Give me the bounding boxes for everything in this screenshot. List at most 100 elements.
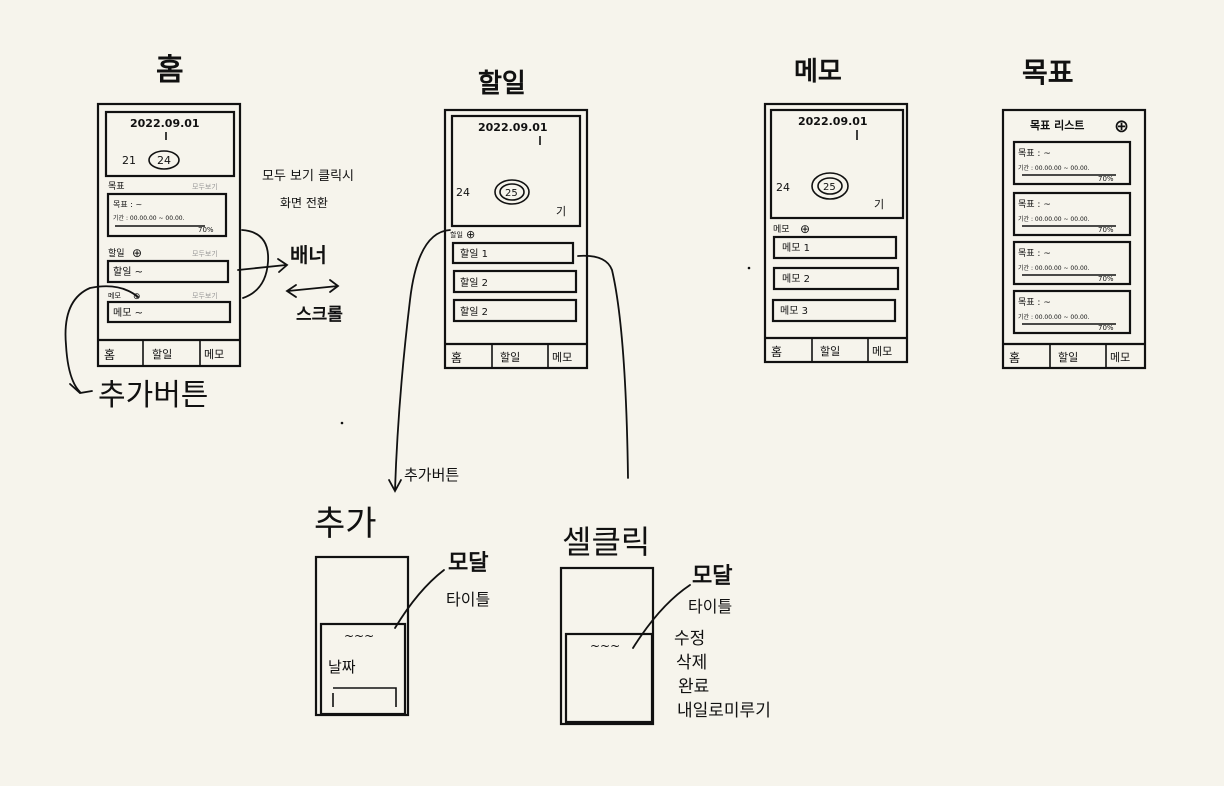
cell-modal-option-complete[interactable]: 완료 bbox=[678, 677, 709, 697]
goal-card[interactable]: 목표 : ~ 기간 : 00.00.00 ~ 00.00. 70% bbox=[1012, 289, 1132, 335]
goal-card-4-period: 기간 : 00.00.00 ~ 00.00. bbox=[1018, 313, 1090, 321]
todo-phone-frame bbox=[443, 108, 589, 370]
add-modal-title: 추가 bbox=[314, 504, 377, 544]
todo-screen-title: 할일 bbox=[478, 69, 526, 99]
add-button-small-label: 추가버튼 bbox=[404, 466, 459, 484]
add-modal-label: 모달 bbox=[448, 551, 488, 576]
home-todo-add-icon[interactable]: ⊕ bbox=[132, 246, 142, 260]
memo-tab-memo[interactable]: 메모 bbox=[872, 345, 892, 358]
goal-card-1[interactable] bbox=[1012, 140, 1132, 186]
todo-day-circle-inner bbox=[499, 183, 525, 201]
add-modal-date-label: 날짜 bbox=[328, 658, 356, 676]
goal-card-2-title: 목표 : ~ bbox=[1018, 199, 1051, 210]
memo-item-1[interactable] bbox=[772, 235, 898, 260]
home-todo-item[interactable] bbox=[106, 259, 230, 284]
memo-day-circled[interactable]: 25 bbox=[823, 182, 836, 193]
home-todo-view-all[interactable]: 모두보기 bbox=[192, 249, 218, 258]
goal-card-4[interactable] bbox=[1012, 289, 1132, 335]
home-tab-home[interactable]: 홈 bbox=[104, 348, 115, 362]
home-memo-item[interactable] bbox=[106, 300, 232, 324]
cell-modal-sheet[interactable] bbox=[564, 632, 654, 724]
todo-tab-todo[interactable]: 할일 bbox=[500, 350, 520, 364]
cell-modal-title: 셀클릭 bbox=[562, 523, 650, 561]
memo-item-3-text: 메모 3 bbox=[780, 305, 808, 317]
add-modal-sheet[interactable] bbox=[319, 622, 407, 716]
todo-day-right: 기 bbox=[556, 205, 566, 218]
add-modal-date-field[interactable] bbox=[332, 687, 397, 707]
home-tab-todo[interactable]: 할일 bbox=[152, 347, 172, 361]
memo-tab-todo[interactable]: 할일 bbox=[820, 344, 840, 358]
cell-modal-option-edit[interactable]: 수정 bbox=[674, 629, 705, 649]
goal-card-3-title: 목표 : ~ bbox=[1018, 248, 1051, 259]
home-day-circled[interactable]: 24 bbox=[157, 154, 171, 167]
todo-tab-home[interactable]: 홈 bbox=[451, 351, 462, 365]
goal-card-3[interactable] bbox=[1012, 240, 1132, 286]
home-calendar[interactable] bbox=[104, 110, 236, 178]
memo-day-left: 24 bbox=[776, 181, 790, 194]
memo-screen-title: 메모 bbox=[794, 57, 842, 87]
goal-card[interactable]: 목표 : ~ 기간 : 00.00.00 ~ 00.00. 70% bbox=[1012, 240, 1132, 286]
memo-section-label: 메모 bbox=[773, 224, 790, 235]
view-all-note-line1: 모두 보기 클릭시 bbox=[262, 169, 354, 184]
goal-card-4-title: 목표 : ~ bbox=[1018, 297, 1051, 308]
cell-modal-option-delete[interactable]: 삭제 bbox=[676, 653, 707, 673]
view-all-note-line2: 화면 전환 bbox=[280, 196, 328, 210]
home-phone-frame bbox=[96, 102, 242, 368]
todo-day-circle bbox=[494, 179, 530, 205]
cell-modal-pointer bbox=[632, 584, 691, 649]
todo-tab-memo[interactable]: 메모 bbox=[552, 351, 572, 364]
home-goal-card-title: 목표 : ~ bbox=[113, 200, 142, 209]
goal-card-4-percent: 70% bbox=[1098, 324, 1114, 332]
todo-calendar[interactable] bbox=[450, 114, 582, 228]
todo-item-1-text: 할일 1 bbox=[460, 248, 488, 260]
goal-screen: 목표 목표 리스트 ⊕ 목표 : ~ 기간 : 00.00.00 ~ 00.00… bbox=[1001, 56, 1147, 370]
goal-tab-home[interactable]: 홈 bbox=[1009, 351, 1020, 365]
todo-item-3[interactable] bbox=[452, 298, 578, 323]
memo-item-3[interactable] bbox=[771, 298, 897, 323]
goal-screen-title: 목표 bbox=[1022, 56, 1074, 89]
goal-card-2[interactable] bbox=[1012, 191, 1132, 237]
home-day-circle bbox=[148, 150, 180, 170]
goal-card[interactable]: 목표 : ~ 기간 : 00.00.00 ~ 00.00. 70% bbox=[1012, 191, 1132, 237]
home-todo-label: 할일 bbox=[108, 248, 125, 259]
cell-modal-option-postpone[interactable]: 내일로미루기 bbox=[677, 701, 771, 721]
home-memo-label: 메모 bbox=[108, 292, 121, 300]
goal-card-2-percent: 70% bbox=[1098, 226, 1114, 234]
todo-item-2[interactable] bbox=[452, 269, 578, 294]
memo-item-2[interactable] bbox=[772, 266, 900, 291]
goal-card-1-percent: 70% bbox=[1098, 175, 1114, 183]
goal-card-1-title: 목표 : ~ bbox=[1018, 148, 1051, 159]
home-goal-view-all[interactable]: 모두보기 bbox=[192, 182, 218, 191]
home-goal-label: 목표 bbox=[108, 181, 125, 192]
add-modal-screen: 추가 ~~~ 날짜 모달 타이틀 bbox=[314, 504, 490, 717]
home-day-left: 21 bbox=[122, 154, 136, 167]
home-tab-memo[interactable]: 메모 bbox=[204, 348, 224, 361]
goal-card-2-period: 기간 : 00.00.00 ~ 00.00. bbox=[1018, 215, 1090, 223]
goal-card-3-percent: 70% bbox=[1098, 275, 1114, 283]
add-button-arrowhead bbox=[69, 383, 93, 394]
goal-tab-todo[interactable]: 할일 bbox=[1058, 350, 1078, 364]
todo-add-icon[interactable]: ⊕ bbox=[466, 228, 475, 241]
goal-add-icon[interactable]: ⊕ bbox=[1114, 116, 1129, 137]
add-modal-arrowhead bbox=[388, 479, 402, 493]
memo-item-2-text: 메모 2 bbox=[782, 273, 810, 285]
home-goal-card-period: 기간 : 00.00.00 ~ 00.00. bbox=[113, 214, 185, 222]
todo-screen: 할일 2022.09.01 24 25 기 할일 ⊕ 할일 1 할일 2 할일 … bbox=[443, 69, 589, 370]
goal-card[interactable]: 목표 : ~ 기간 : 00.00.00 ~ 00.00. 70% bbox=[1012, 140, 1132, 186]
todo-item-1[interactable] bbox=[451, 241, 575, 265]
todo-day-left: 24 bbox=[456, 186, 470, 199]
memo-calendar[interactable] bbox=[769, 108, 905, 220]
goal-phone-frame bbox=[1001, 108, 1147, 370]
goal-tab-memo[interactable]: 메모 bbox=[1110, 351, 1130, 364]
home-goal-card[interactable] bbox=[106, 192, 228, 238]
stray-dot bbox=[340, 421, 344, 425]
memo-day-circle bbox=[811, 172, 849, 200]
home-memo-view-all[interactable]: 모두보기 bbox=[192, 291, 218, 300]
todo-day-circled[interactable]: 25 bbox=[505, 188, 518, 199]
cell-modal-screen: 셀클릭 ~~~ 모달 타이틀 수정 삭제 완료 내일로미루기 bbox=[559, 523, 771, 726]
memo-phone-frame bbox=[763, 102, 909, 364]
memo-add-icon[interactable]: ⊕ bbox=[800, 222, 810, 236]
home-screen: 홈 2022.09.01 21 24 목표 모두보기 목표 : ~ 기간 : 0… bbox=[96, 53, 242, 368]
memo-tab-home[interactable]: 홈 bbox=[771, 345, 782, 359]
